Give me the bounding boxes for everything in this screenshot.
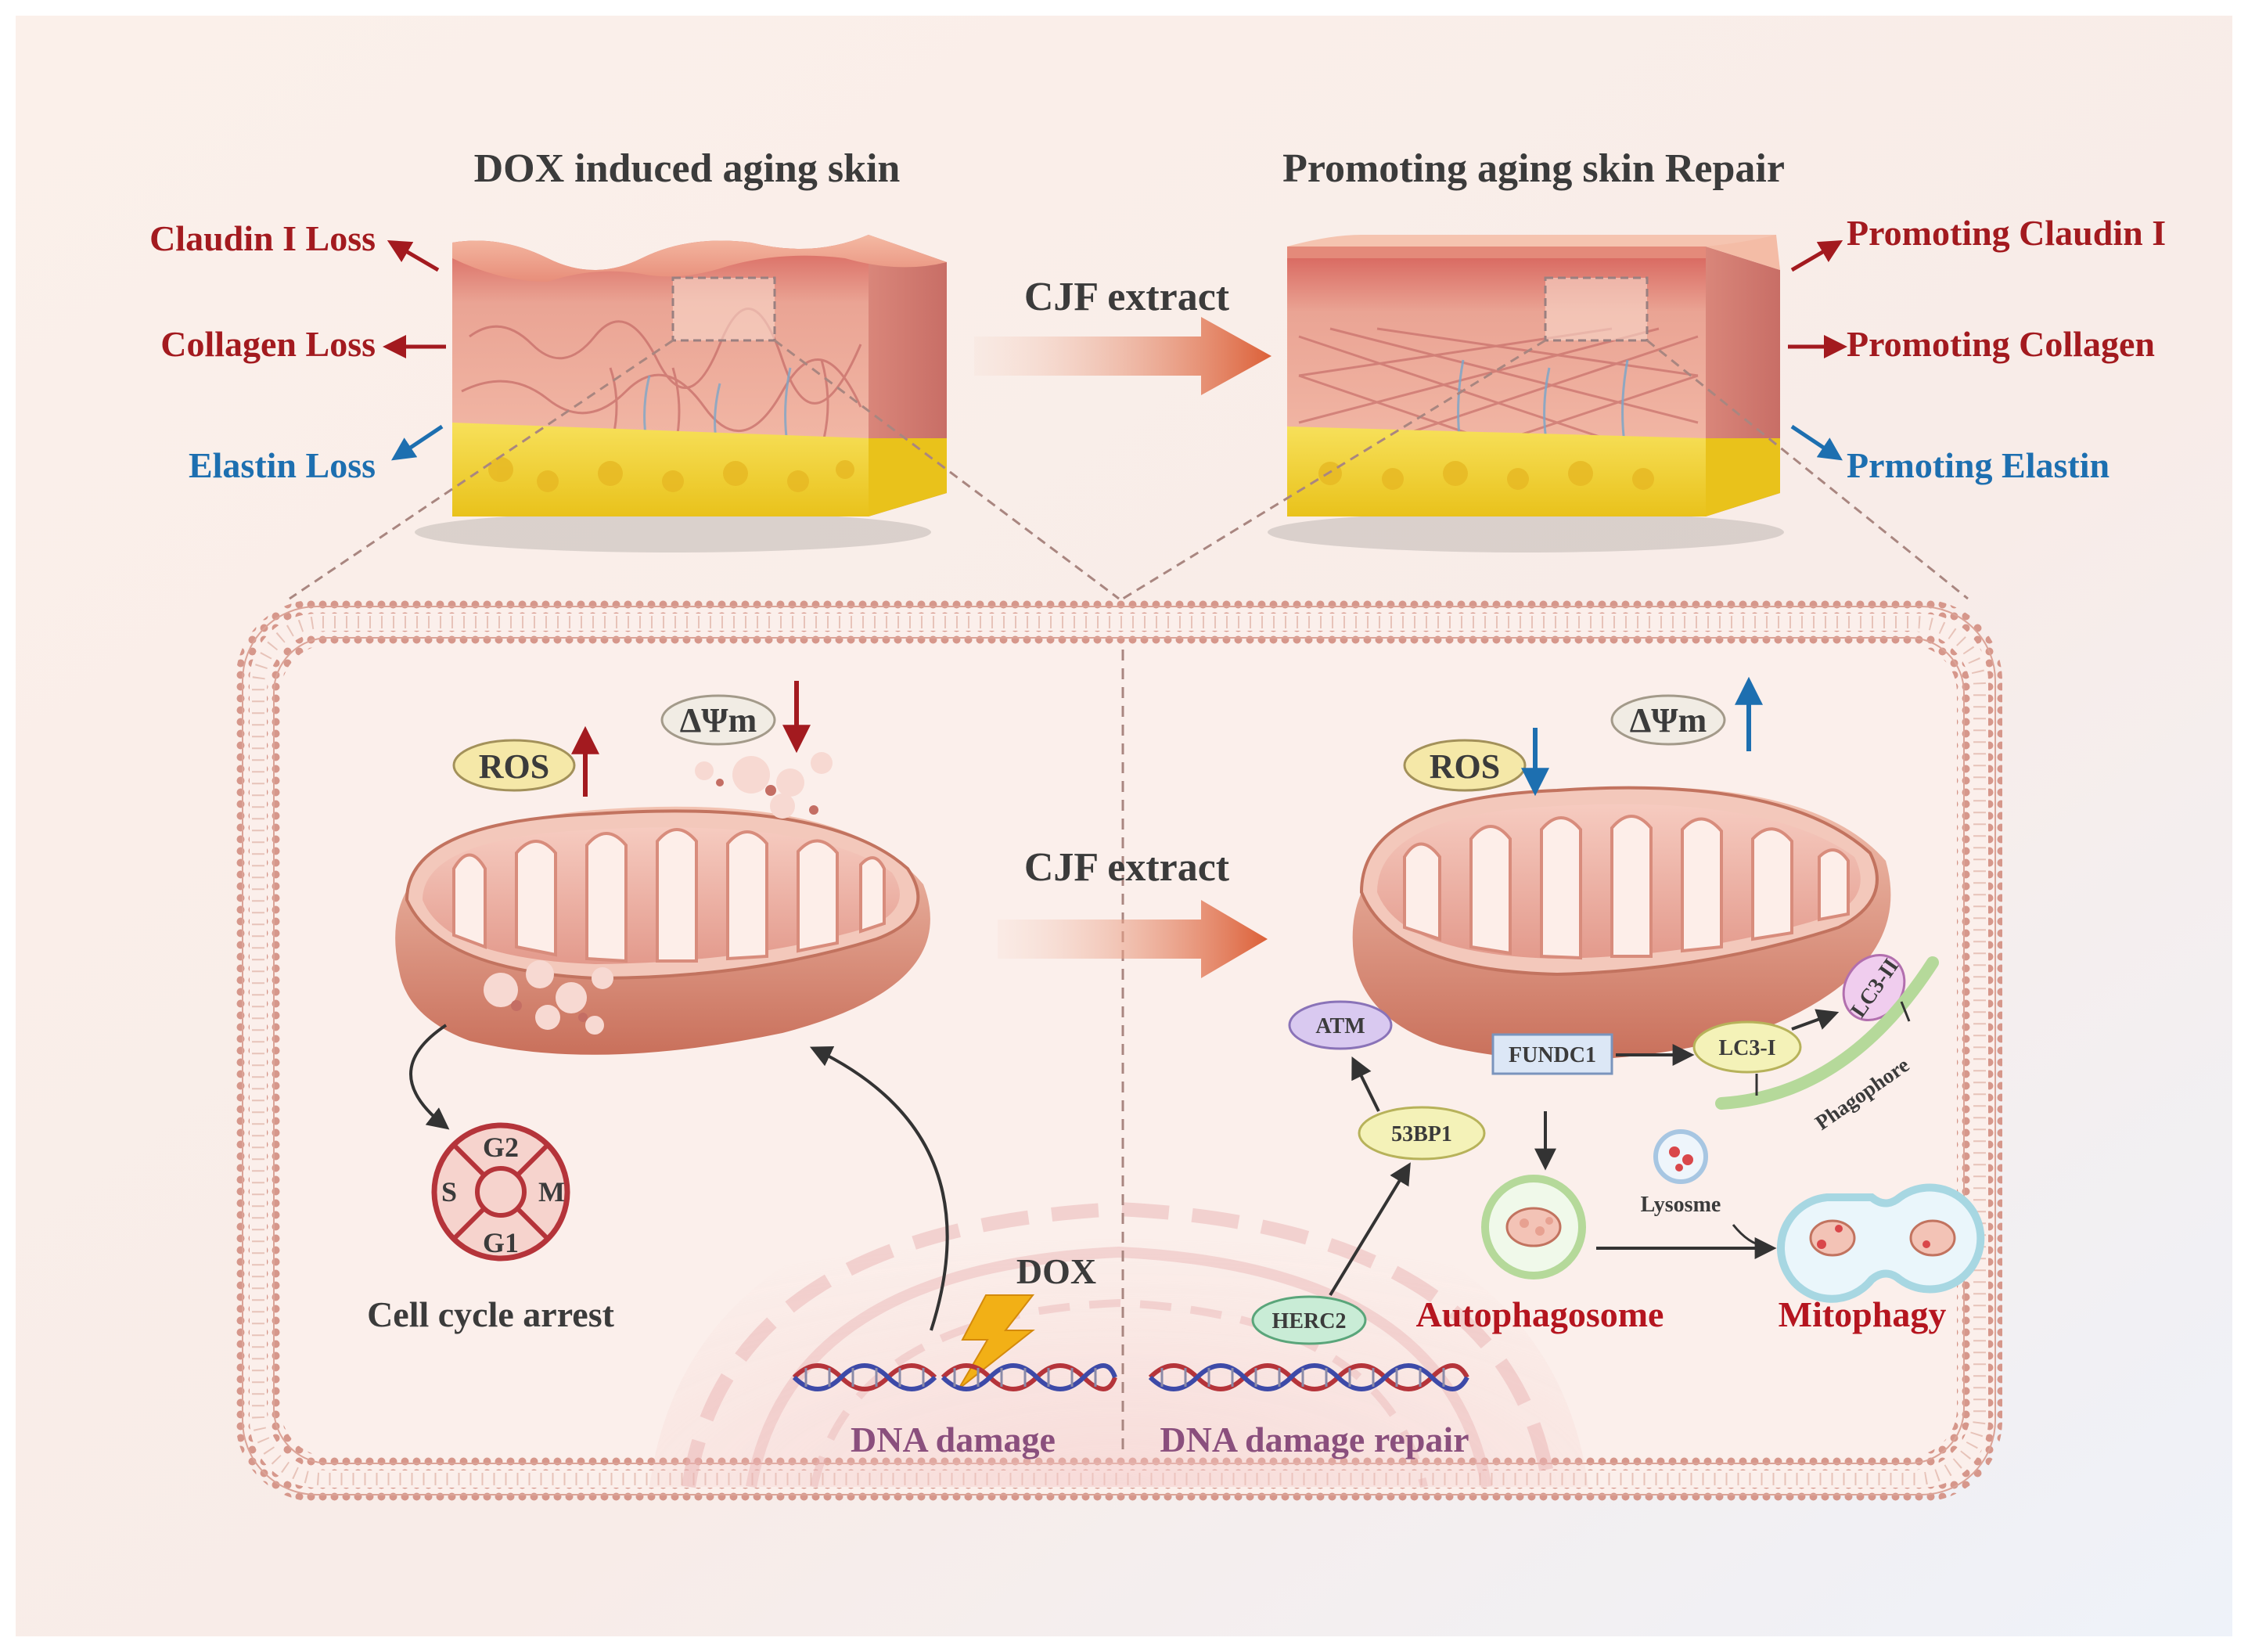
to-cell-cycle-arrow bbox=[409, 1024, 450, 1130]
damaged-mitochondrion bbox=[395, 752, 930, 1055]
svg-text:HERC2: HERC2 bbox=[1272, 1309, 1347, 1333]
aged-skin-block bbox=[415, 235, 947, 552]
herc2-node: HERC2 bbox=[1251, 1295, 1367, 1345]
phagophore-membrane bbox=[1715, 956, 1939, 1110]
svg-text:ATM: ATM bbox=[1315, 1014, 1365, 1038]
phase-m: M bbox=[538, 1176, 565, 1208]
repaired-skin-block bbox=[1268, 235, 1784, 552]
svg-text:53BP1: 53BP1 bbox=[1391, 1122, 1452, 1146]
svg-text:ΔΨm: ΔΨm bbox=[680, 701, 757, 740]
svg-text:FUNDC1: FUNDC1 bbox=[1509, 1043, 1596, 1067]
phase-s: S bbox=[441, 1176, 457, 1208]
cell-cycle-wheel: G2 M G1 S bbox=[431, 1122, 570, 1261]
claudin-loss-label: Claudin I Loss bbox=[149, 218, 376, 258]
cell-treatment-label: CJF extract bbox=[1024, 845, 1230, 890]
dna-helix-right bbox=[1148, 1363, 1469, 1391]
ros-badge-left: ROS bbox=[452, 739, 576, 792]
svg-text:ROS: ROS bbox=[479, 747, 549, 786]
svg-text:LC3-I: LC3-I bbox=[1718, 1036, 1775, 1060]
nucleus-background bbox=[649, 1174, 1588, 1488]
mitophagy-icon bbox=[1777, 1183, 1985, 1303]
atm-node: ATM bbox=[1288, 1000, 1393, 1050]
autophagosome-label: Autophagosome bbox=[1416, 1294, 1664, 1334]
lc3ii-node: LC3-II bbox=[1842, 953, 1906, 1022]
mitophagy-label: Mitophagy bbox=[1779, 1294, 1947, 1334]
promoting-claudin-arrow bbox=[1790, 239, 1843, 272]
collagen-loss-label: Collagen Loss bbox=[160, 324, 376, 364]
elastin-loss-label: Elastin Loss bbox=[189, 445, 376, 485]
autophagosome-icon bbox=[1481, 1175, 1586, 1279]
promoting-collagen-label: Promoting Collagen bbox=[1847, 324, 2155, 364]
svg-text:ΔΨm: ΔΨm bbox=[1630, 701, 1707, 740]
promoting-claudin-label: Promoting Claudin I bbox=[1847, 213, 2166, 253]
right-skin-annotations: Promoting Claudin I Promoting Collagen P… bbox=[1788, 213, 2166, 485]
dna-damage-label: DNA damage bbox=[851, 1420, 1056, 1459]
healthy-mitochondrion bbox=[1352, 786, 1891, 1060]
53bp1-node: 53BP1 bbox=[1358, 1106, 1486, 1161]
dna-to-mito-arrow bbox=[809, 1046, 949, 1331]
lysosome-icon bbox=[1653, 1129, 1708, 1184]
skin-treatment-arrow bbox=[974, 317, 1271, 395]
zoom-lines bbox=[289, 339, 1969, 600]
claudin-loss-arrow bbox=[387, 239, 440, 272]
phase-g2: G2 bbox=[483, 1132, 519, 1163]
title-left: DOX induced aging skin bbox=[474, 146, 901, 191]
ros-badge-right: ROS bbox=[1403, 739, 1527, 792]
left-skin-annotations: Claudin I Loss Collagen Loss Elastin Los… bbox=[149, 218, 446, 485]
promoting-elastin-label: Prmoting Elastin bbox=[1847, 445, 2110, 485]
dna-helix-left bbox=[792, 1363, 1117, 1391]
cell-treatment-arrow bbox=[998, 900, 1268, 978]
lc3i-to-lc3ii-arrow bbox=[1791, 1009, 1840, 1031]
dna-repair-label: DNA damage repair bbox=[1160, 1420, 1469, 1459]
fundc1-node: FUNDC1 bbox=[1491, 1033, 1613, 1075]
cell-cycle-arrest-label: Cell cycle arrest bbox=[367, 1294, 615, 1334]
53bp1-to-atm-arrow bbox=[1351, 1056, 1380, 1112]
dox-label: DOX bbox=[1016, 1251, 1096, 1291]
elastin-loss-arrow bbox=[391, 424, 444, 461]
promoting-elastin-arrow bbox=[1790, 424, 1843, 461]
svg-text:ROS: ROS bbox=[1430, 747, 1500, 786]
herc2-to-53bp1-arrow bbox=[1329, 1162, 1411, 1297]
lc3i-node: LC3-I bbox=[1692, 1020, 1802, 1074]
skin-treatment-label: CJF extract bbox=[1024, 275, 1230, 319]
title-right: Promoting aging skin Repair bbox=[1282, 146, 1785, 191]
phase-g1: G1 bbox=[483, 1227, 519, 1258]
membrane-potential-badge-left: ΔΨm bbox=[660, 694, 776, 746]
membrane-potential-badge-right: ΔΨm bbox=[1610, 694, 1726, 746]
lysosome-label: Lysosme bbox=[1641, 1193, 1721, 1217]
